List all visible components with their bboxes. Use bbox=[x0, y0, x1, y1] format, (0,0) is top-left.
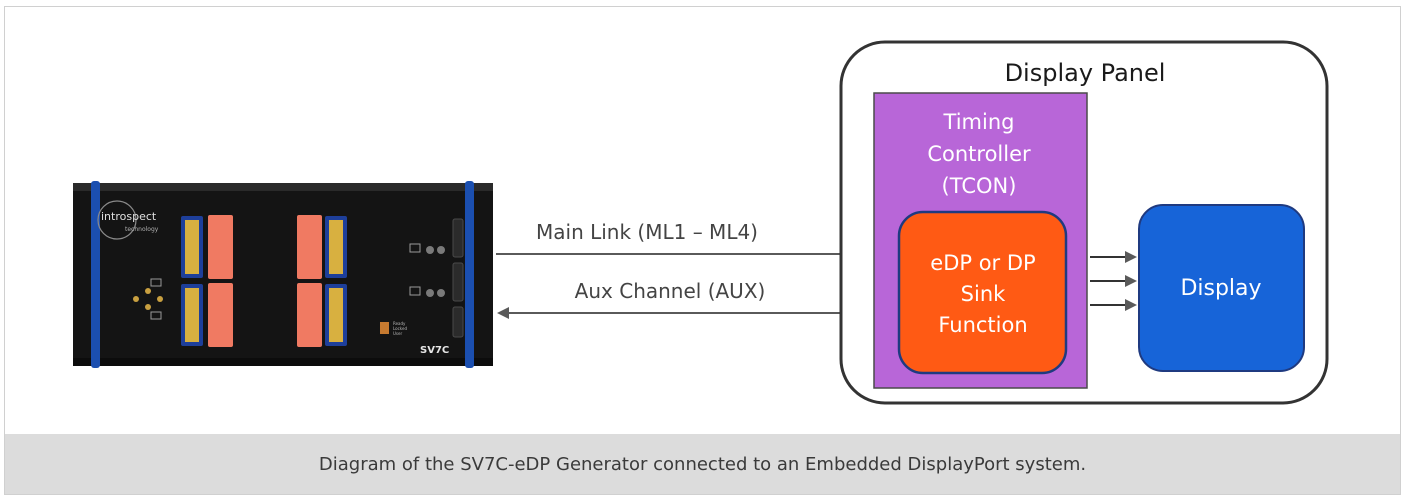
connector-salmon-2 bbox=[208, 283, 233, 347]
main-link-label: Main Link (ML1 – ML4) bbox=[536, 220, 758, 244]
brand-subtext: technology bbox=[125, 226, 159, 233]
sink-function-box bbox=[897, 210, 1068, 375]
tcon-label-line1: Timing bbox=[943, 110, 1015, 134]
connector-salmon-4 bbox=[297, 283, 322, 347]
status-text-locked: Locked bbox=[393, 326, 407, 331]
tcon-label-line2: Controller bbox=[927, 142, 1031, 166]
status-text-user: User bbox=[393, 331, 402, 336]
connector-salmon-1 bbox=[208, 215, 233, 279]
display-label: Display bbox=[1180, 276, 1261, 301]
sv7c-device: introspect technology bbox=[73, 181, 493, 368]
caption-bar: Diagram of the SV7C-eDP Generator connec… bbox=[5, 434, 1400, 494]
connector-gold-1 bbox=[185, 220, 199, 274]
tcon-label-line3: (TCON) bbox=[942, 174, 1017, 198]
connector-gold-4 bbox=[329, 288, 343, 342]
connector-gold-3 bbox=[329, 220, 343, 274]
sma-ports-left bbox=[133, 278, 163, 320]
port-rail bbox=[452, 262, 464, 302]
figure-frame: introspect technology bbox=[4, 6, 1401, 495]
display-box bbox=[1138, 204, 1305, 372]
display-panel: Display Panel Timing Controller (TCON) e… bbox=[839, 40, 1329, 405]
figure-caption: Diagram of the SV7C-eDP Generator connec… bbox=[318, 453, 1087, 475]
model-label: SV7C bbox=[420, 345, 449, 356]
sma-ports-right bbox=[409, 243, 445, 297]
links: Main Link (ML1 – ML4) Aux Channel (AUX) bbox=[496, 220, 891, 319]
diagram: introspect technology bbox=[5, 7, 1400, 427]
introspect-logo: introspect technology bbox=[97, 200, 159, 240]
sink-label-line2: Sink bbox=[961, 282, 1006, 306]
diagram-svg: introspect technology bbox=[73, 40, 1329, 405]
status-text-ready: Ready bbox=[393, 321, 406, 326]
port-rail bbox=[452, 306, 464, 338]
status-led bbox=[380, 322, 389, 334]
device-body bbox=[73, 183, 493, 366]
sink-label-line3: Function bbox=[938, 313, 1027, 337]
connector-gold-2 bbox=[185, 288, 199, 342]
brand-text: introspect bbox=[101, 210, 157, 223]
sink-label-line1: eDP or DP bbox=[930, 251, 1035, 275]
port-rail bbox=[452, 218, 464, 258]
aux-channel-label: Aux Channel (AUX) bbox=[575, 279, 766, 303]
display-panel-title: Display Panel bbox=[1005, 59, 1166, 87]
device-left-bumper bbox=[91, 181, 100, 368]
device-right-bumper bbox=[465, 181, 474, 368]
connector-salmon-3 bbox=[297, 215, 322, 279]
